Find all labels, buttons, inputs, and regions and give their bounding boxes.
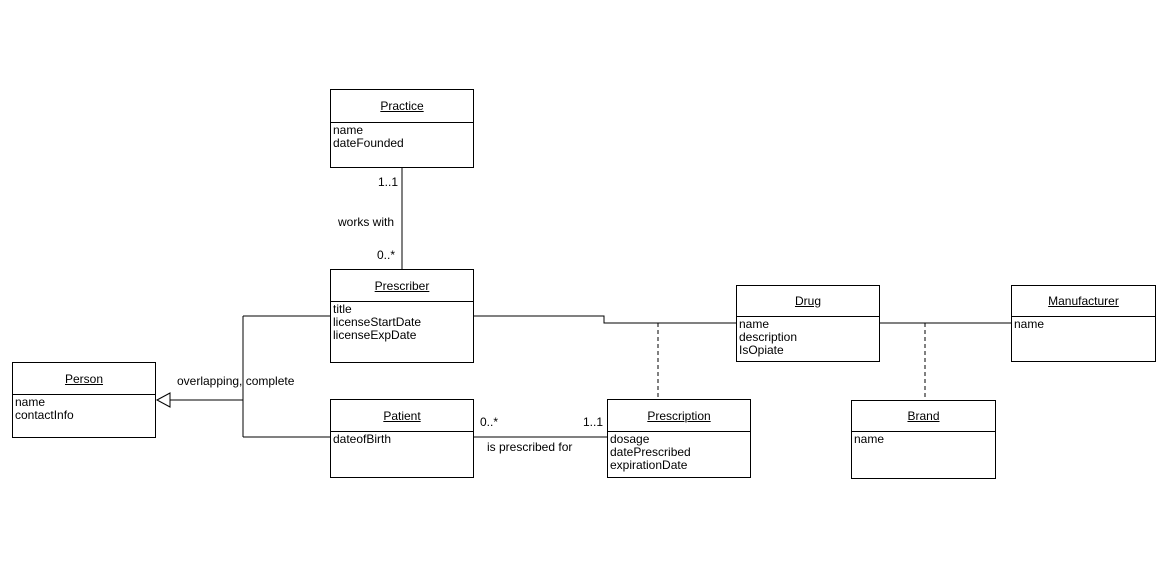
class-person-name: Person — [13, 363, 155, 395]
class-practice-attributes: name dateFounded — [331, 123, 473, 151]
attribute: name — [1014, 317, 1045, 331]
class-patient-attributes: dateofBirth — [331, 432, 473, 447]
class-practice: Practice name dateFounded — [330, 89, 474, 168]
generalization-label: overlapping, complete — [177, 374, 295, 388]
class-prescriber-name: Prescriber — [331, 270, 473, 302]
attribute: name — [15, 395, 46, 409]
class-person: Person name contactInfo — [12, 362, 156, 438]
class-drug-name: Drug — [737, 286, 879, 317]
class-manufacturer: Manufacturer name — [1011, 285, 1156, 362]
practice-multiplicity: 1..1 — [378, 175, 399, 189]
attribute: title — [333, 302, 352, 316]
class-prescription-attributes: dosage datePrescribed expirationDate — [608, 432, 750, 473]
attribute: expirationDate — [610, 458, 688, 472]
class-prescription: Prescription dosage datePrescribed expir… — [607, 399, 751, 478]
class-patient: Patient dateofBirth — [330, 399, 474, 478]
prescriber-drug-line — [474, 315, 737, 324]
class-drug: Drug name description IsOpiate — [736, 285, 880, 362]
attribute: name — [854, 432, 885, 446]
attribute: datePrescribed — [610, 445, 691, 459]
attribute: licenseExpDate — [333, 328, 417, 342]
class-drug-attributes: name description IsOpiate — [737, 317, 879, 358]
attribute: IsOpiate — [739, 343, 784, 357]
class-manufacturer-name: Manufacturer — [1012, 286, 1155, 317]
class-patient-name: Patient — [331, 400, 473, 432]
attribute: licenseStartDate — [333, 315, 422, 329]
is-prescribed-for-label: is prescribed for — [487, 440, 573, 454]
class-prescription-name: Prescription — [608, 400, 750, 432]
attribute: description — [739, 330, 798, 344]
attribute: dateofBirth — [333, 432, 392, 446]
class-person-attributes: name contactInfo — [13, 395, 155, 423]
class-prescriber: Prescriber title licenseStartDate licens… — [330, 269, 474, 363]
attribute: name — [333, 123, 364, 137]
class-prescriber-attributes: title licenseStartDate licenseExpDate — [331, 302, 473, 343]
attribute: name — [739, 317, 770, 331]
class-brand-name: Brand — [852, 401, 995, 432]
attribute: dateFounded — [333, 136, 404, 150]
prescription-multiplicity: 1..1 — [583, 415, 604, 429]
prescriber-multiplicity: 0..* — [377, 248, 396, 262]
generalization-arrowhead — [155, 392, 171, 408]
attribute: contactInfo — [15, 408, 74, 422]
attribute: dosage — [610, 432, 650, 446]
works-with-label: works with — [338, 215, 395, 229]
class-manufacturer-attributes: name — [1012, 317, 1155, 332]
class-practice-name: Practice — [331, 90, 473, 123]
patient-multiplicity: 0..* — [480, 415, 499, 429]
class-brand: Brand name — [851, 400, 996, 479]
class-brand-attributes: name — [852, 432, 995, 447]
